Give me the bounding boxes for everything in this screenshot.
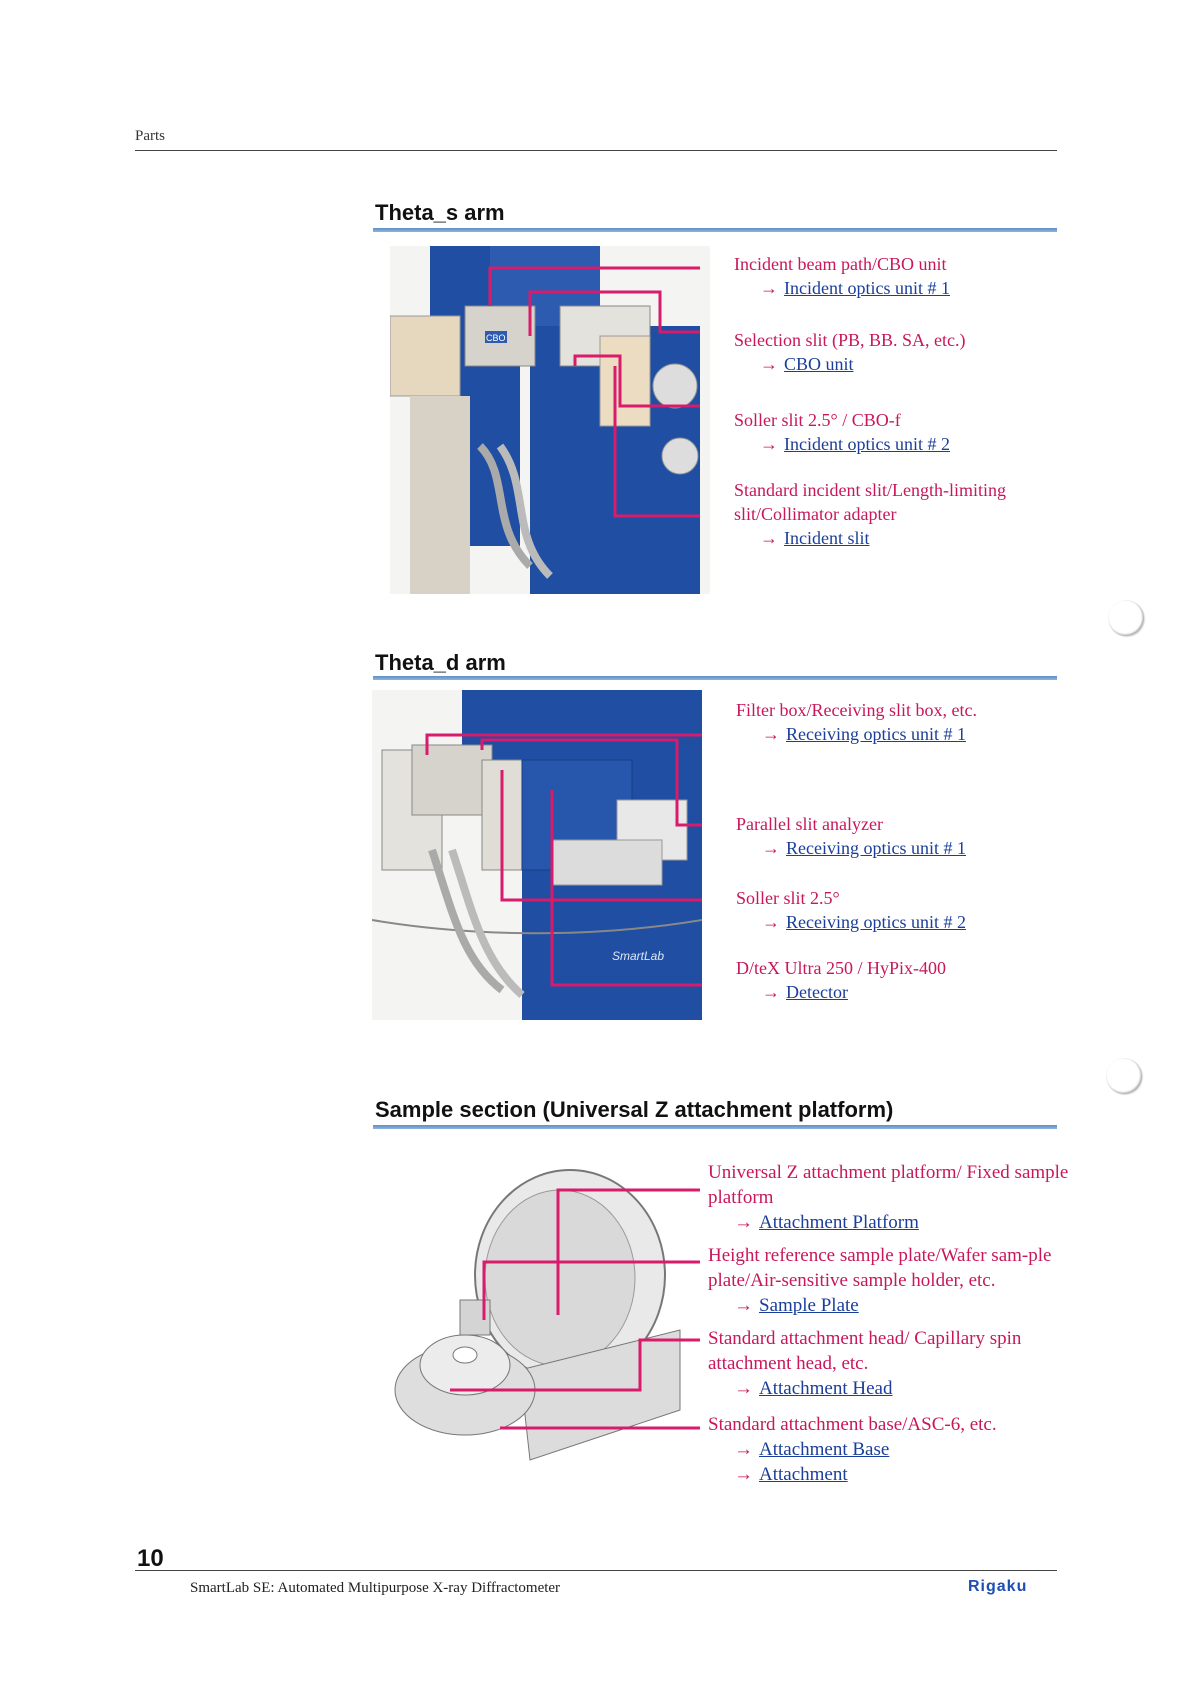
callout-filter-box: Filter box/Receiving slit box, etc. → Rec… bbox=[736, 698, 1056, 746]
arrow-right-icon: → bbox=[734, 1295, 753, 1316]
section-rule bbox=[373, 676, 1057, 680]
link-incident-optics-unit-2[interactable]: Incident optics unit # 2 bbox=[784, 434, 950, 454]
footer-doc-title: SmartLab SE: Automated Multipurpose X-ra… bbox=[190, 1580, 561, 1596]
theta-s-arm-photo: CBO bbox=[390, 246, 710, 594]
callout-attachment-head: Standard attachment head/ Capillary spin… bbox=[708, 1326, 1078, 1401]
link-attachment-base[interactable]: Attachment Base bbox=[759, 1439, 890, 1460]
section-rule bbox=[373, 1125, 1057, 1129]
callout-text: Soller slit 2.5° bbox=[736, 888, 840, 908]
arrow-right-icon: → bbox=[760, 434, 778, 454]
arrow-right-icon: → bbox=[760, 278, 778, 298]
callout-text: Standard attachment base/ASC-6, etc. bbox=[708, 1414, 997, 1435]
link-receiving-optics-unit-2[interactable]: Receiving optics unit # 2 bbox=[786, 912, 966, 932]
arrow-right-icon: → bbox=[734, 1464, 753, 1485]
page-number: 10 bbox=[137, 1545, 164, 1572]
link-incident-slit[interactable]: Incident slit bbox=[784, 528, 870, 548]
brand-logo: Rigaku bbox=[968, 1578, 1028, 1595]
link-cbo-unit[interactable]: CBO unit bbox=[784, 354, 854, 374]
cbo-tag: CBO bbox=[486, 333, 506, 343]
arrow-right-icon: → bbox=[734, 1439, 753, 1460]
callout-selection-slit: Selection slit (PB, BB. SA, etc.) → CBO u… bbox=[734, 328, 1054, 376]
link-receiving-optics-unit-1[interactable]: Receiving optics unit # 1 bbox=[786, 724, 966, 744]
callout-text: Incident beam path/CBO unit bbox=[734, 254, 947, 274]
smartlab-tag: SmartLab bbox=[612, 949, 664, 963]
callout-text: Standard attachment head/ Capillary spin… bbox=[708, 1328, 1022, 1374]
section-title-theta-s: Theta_s arm bbox=[375, 200, 505, 225]
callout-sample-plate: Height reference sample plate/Wafer sam-… bbox=[708, 1243, 1078, 1318]
callout-text: Universal Z attachment platform/ Fixed s… bbox=[708, 1162, 1069, 1208]
binder-hole bbox=[1108, 600, 1144, 636]
theta-d-arm-photo: SmartLab bbox=[372, 690, 702, 1020]
arrow-right-icon: → bbox=[762, 838, 780, 858]
link-attachment-platform[interactable]: Attachment Platform bbox=[759, 1212, 919, 1233]
callout-incident-beam-path: Incident beam path/CBO unit → Incident op… bbox=[734, 252, 1054, 300]
header-divider bbox=[135, 150, 1057, 151]
arrow-right-icon: → bbox=[760, 354, 778, 374]
callout-attachment-platform: Universal Z attachment platform/ Fixed s… bbox=[708, 1160, 1078, 1235]
link-detector[interactable]: Detector bbox=[786, 982, 848, 1002]
callout-attachment-base: Standard attachment base/ASC-6, etc. → At… bbox=[708, 1412, 1078, 1487]
callout-text: Height reference sample plate/Wafer sam-… bbox=[708, 1245, 1052, 1291]
callout-text: Standard incident slit/Length-limiting s… bbox=[734, 480, 1006, 524]
link-attachment-head[interactable]: Attachment Head bbox=[759, 1378, 893, 1399]
link-sample-plate[interactable]: Sample Plate bbox=[759, 1295, 859, 1316]
section-title-sample-section: Sample section (Universal Z attachment p… bbox=[375, 1097, 894, 1122]
arrow-right-icon: → bbox=[734, 1212, 753, 1233]
link-receiving-optics-unit-1[interactable]: Receiving optics unit # 1 bbox=[786, 838, 966, 858]
arrow-right-icon: → bbox=[734, 1378, 753, 1399]
callout-standard-incident-slit: Standard incident slit/Length-limiting s… bbox=[734, 478, 1044, 550]
callout-detector: D/teX Ultra 250 / HyPix-400 → Detector bbox=[736, 956, 1056, 1004]
callout-text: D/teX Ultra 250 / HyPix-400 bbox=[736, 958, 946, 978]
callout-parallel-slit-analyzer: Parallel slit analyzer → Receiving optics… bbox=[736, 812, 1056, 860]
link-incident-optics-unit-1[interactable]: Incident optics unit # 1 bbox=[784, 278, 950, 298]
callout-text: Selection slit (PB, BB. SA, etc.) bbox=[734, 330, 966, 350]
section-rule bbox=[373, 228, 1057, 232]
arrow-right-icon: → bbox=[762, 912, 780, 932]
footer-divider bbox=[135, 1570, 1057, 1571]
arrow-right-icon: → bbox=[760, 528, 778, 548]
callout-soller-slit-cbo-f: Soller slit 2.5° / CBO-f → Incident optic… bbox=[734, 408, 1054, 456]
callout-soller-slit: Soller slit 2.5° → Receiving optics unit … bbox=[736, 886, 1056, 934]
section-title-theta-d: Theta_d arm bbox=[375, 650, 506, 675]
header-section-label: Parts bbox=[135, 128, 165, 144]
callout-text: Soller slit 2.5° / CBO-f bbox=[734, 410, 901, 430]
sample-section-drawing bbox=[380, 1160, 700, 1470]
link-attachment[interactable]: Attachment bbox=[759, 1464, 848, 1485]
callout-text: Filter box/Receiving slit box, etc. bbox=[736, 700, 977, 720]
arrow-right-icon: → bbox=[762, 982, 780, 1002]
binder-hole bbox=[1106, 1058, 1142, 1094]
callout-text: Parallel slit analyzer bbox=[736, 814, 883, 834]
arrow-right-icon: → bbox=[762, 724, 780, 744]
